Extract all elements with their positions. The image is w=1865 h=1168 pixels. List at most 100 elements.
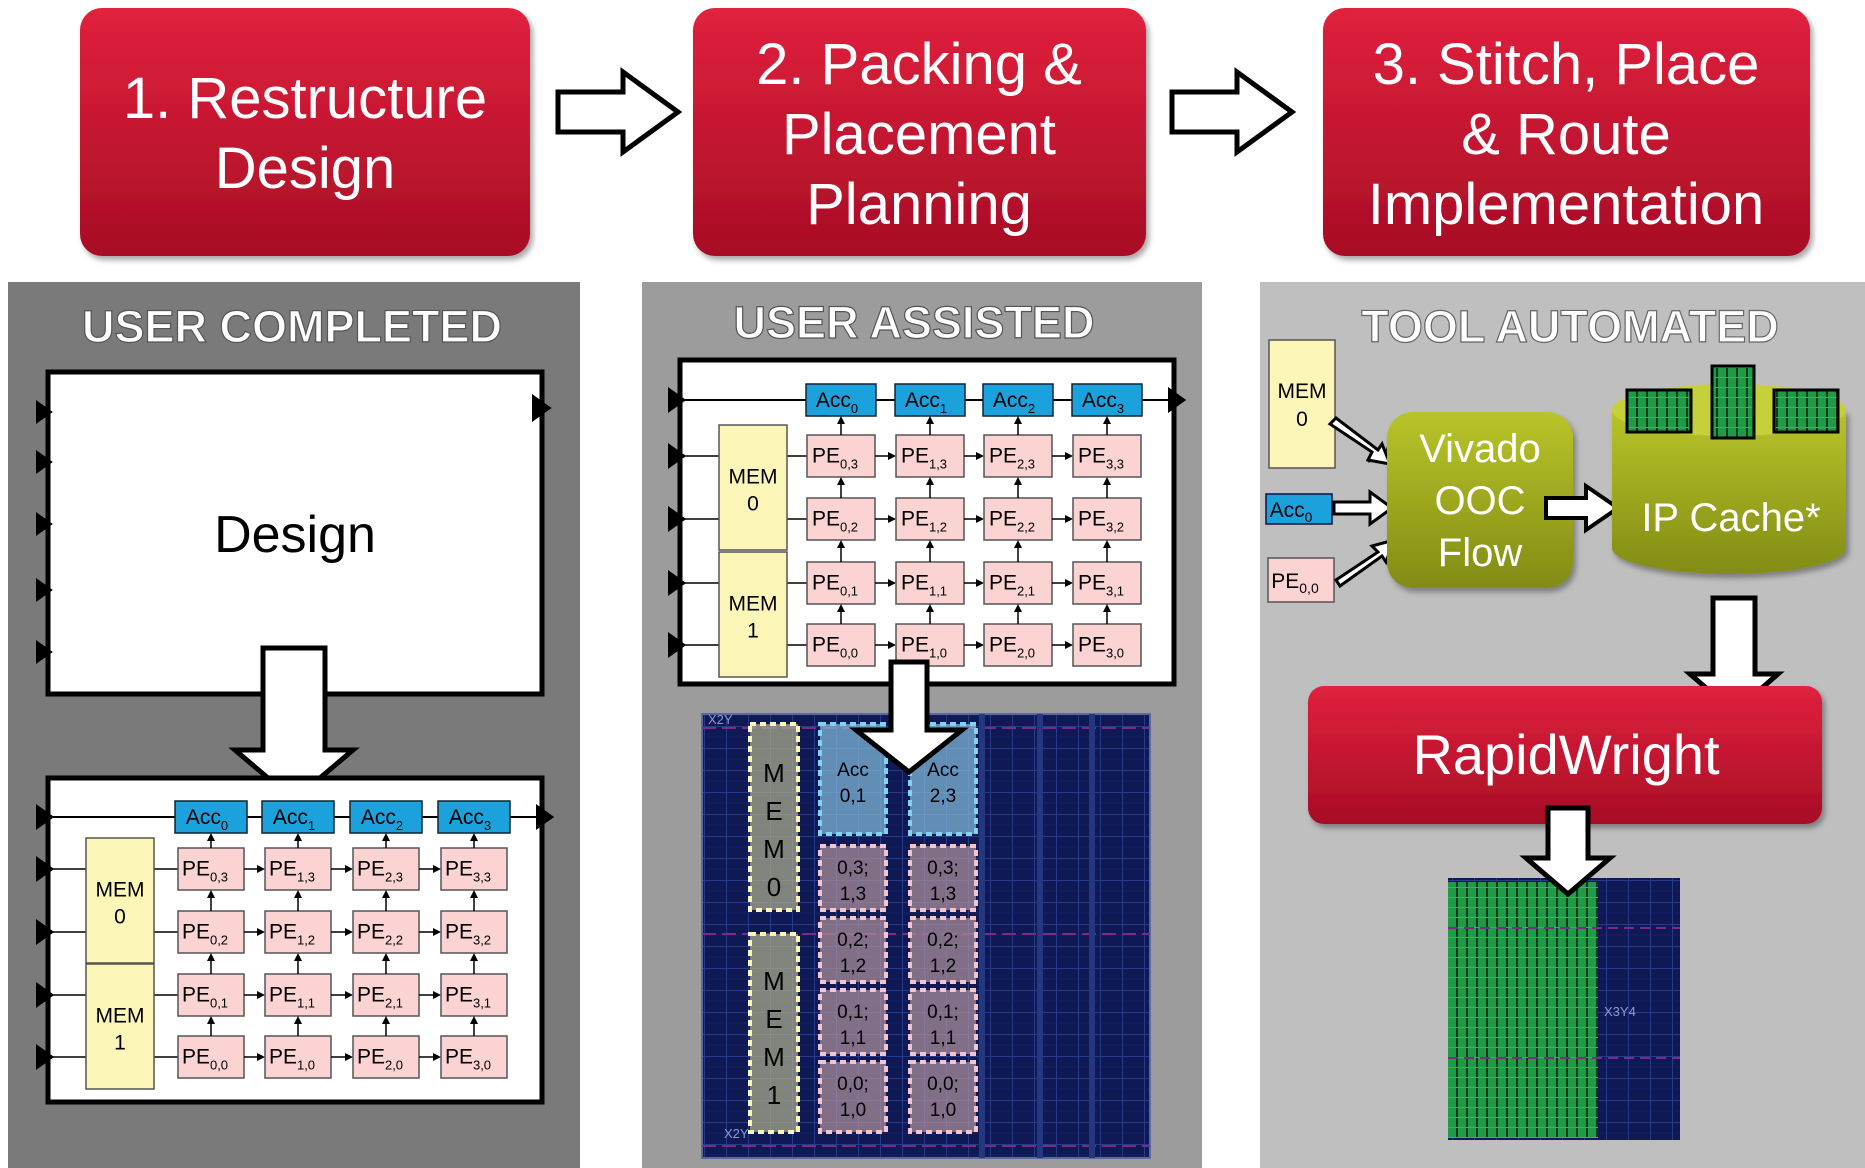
port-triangle-icon — [36, 982, 55, 1008]
pe-label: PE2,1 — [357, 984, 403, 1011]
pe-label: PE2,0 — [989, 634, 1035, 661]
floorplan-pe-block — [908, 844, 978, 912]
arrowhead-icon — [257, 991, 265, 999]
pe-label: PE0,2 — [182, 921, 228, 948]
step-3-box: 3. Stitch, Place & Route Implementation — [1323, 8, 1810, 256]
step-3-line-2: & Route — [1461, 102, 1671, 167]
port-triangle-icon — [36, 804, 55, 830]
arrow-right-icon — [1169, 67, 1297, 157]
acc-label-base: Acc — [449, 806, 484, 829]
pe-label-sub: 3,3 — [1106, 457, 1124, 472]
port-triangle-icon — [668, 506, 687, 532]
panel-title-user-completed: USER COMPLETED — [82, 301, 502, 352]
pe-label-base: PE — [812, 572, 840, 595]
pe-label-base: PE — [182, 921, 210, 944]
acc-block — [805, 383, 877, 417]
pe-label: PE1,3 — [269, 858, 315, 885]
pe-label: PE2,1 — [989, 572, 1035, 599]
arrowhead-icon — [207, 1016, 215, 1024]
design-block: Design — [45, 369, 545, 697]
floorplan-block-line: 0,2; — [927, 930, 959, 951]
pe-label-sub: 3,1 — [473, 996, 491, 1011]
pe-label: PE0,3 — [182, 858, 228, 885]
pe-label-sub: 1,0 — [297, 1058, 315, 1073]
arrowhead-icon — [207, 890, 215, 898]
pe-label-sub: 3,1 — [1106, 584, 1124, 599]
pe-label-base: PE — [445, 921, 473, 944]
pe-label: PE0,0 — [182, 1046, 228, 1073]
floorplan-block-line: 1,2 — [840, 956, 866, 977]
arrowhead-icon — [433, 1053, 441, 1061]
floorplan-mem-block — [748, 722, 800, 912]
pe-label-sub: 0,0 — [840, 646, 858, 661]
acc-label-sub: 0 — [851, 401, 858, 416]
port-triangle-icon — [36, 640, 53, 664]
pe-block — [895, 434, 965, 478]
acc-label-base: Acc — [905, 389, 940, 412]
acc-label-base: Acc — [361, 806, 396, 829]
arrowhead-icon — [382, 890, 390, 898]
final-implementation-label: X3Y4 — [1604, 1004, 1636, 1019]
auto-pe-label: PE — [1271, 570, 1299, 593]
arrowhead-icon — [433, 991, 441, 999]
pe-label-sub: 3,0 — [473, 1058, 491, 1073]
floorplan-block-line: 0,0; — [837, 1074, 869, 1095]
acc-label-sub: 3 — [484, 818, 491, 833]
pe-block — [440, 973, 508, 1017]
arrow-down-icon — [1519, 805, 1617, 898]
arrowhead-icon — [470, 833, 478, 841]
floorplan-block-line: 1,3 — [930, 884, 956, 905]
arrowhead-icon — [382, 833, 390, 841]
pe-label-sub: 1,3 — [929, 457, 947, 472]
port-triangle-icon — [668, 443, 687, 469]
floorplan-block-line: 1,0 — [930, 1100, 956, 1121]
pe-label: PE3,2 — [1078, 508, 1124, 535]
pe-label-sub: 0,2 — [210, 933, 228, 948]
arrow-down-icon — [228, 645, 360, 804]
floorplan-pe-block — [908, 916, 978, 984]
port-triangle-icon — [36, 400, 53, 424]
floorplan-block-line: Acc — [837, 760, 869, 781]
acc-label-base: Acc — [186, 806, 221, 829]
vivado-line-2: OOC — [1434, 479, 1525, 523]
floorplan-mem-letter: 0 — [767, 872, 781, 902]
pe-label-base: PE — [182, 1046, 210, 1069]
arrowhead-icon — [345, 928, 353, 936]
pe-label-sub: 2,1 — [1017, 584, 1035, 599]
floorplan-block-line: Acc — [927, 760, 959, 781]
floorplan-mem-letter: M — [763, 834, 785, 864]
design-label: Design — [214, 506, 376, 564]
mem-label: MEM — [729, 466, 778, 489]
arrowhead-icon — [976, 641, 984, 649]
floorplan-blocks: MEM0MEM1Acc0,10,3;1,30,2;1,20,1;1,10,0;1… — [748, 722, 978, 1134]
arrowhead-icon — [470, 890, 478, 898]
acc-label: Acc0 — [186, 806, 228, 833]
pe-label-base: PE — [1078, 445, 1106, 468]
panel-title-user-assisted: USER ASSISTED — [734, 297, 1095, 348]
pe-label-sub: 2,2 — [1017, 520, 1035, 535]
pe-label: PE1,2 — [269, 921, 315, 948]
floorplan-block-line: 0,1; — [837, 1002, 869, 1023]
small-arrows — [1327, 416, 1397, 589]
acc-block — [894, 383, 966, 417]
arrow-right-icon — [555, 67, 683, 157]
floorplan-mem-letter: 1 — [767, 1080, 781, 1110]
arrowhead-icon — [1103, 540, 1111, 548]
acc-label: Acc0 — [816, 389, 858, 416]
pe-label-base: PE — [901, 572, 929, 595]
pe-label: PE1,3 — [901, 445, 947, 472]
floorplan-mem-block — [748, 932, 800, 1134]
pe-label: PE2,3 — [989, 445, 1035, 472]
pe-label-base: PE — [1078, 508, 1106, 531]
pe-label-sub: 3,3 — [473, 870, 491, 885]
pe-label-sub: 2,1 — [385, 996, 403, 1011]
pe-label: PE0,3 — [812, 445, 858, 472]
port-triangle-icon — [36, 450, 53, 474]
port-triangle-icon — [36, 919, 55, 945]
pe-block — [983, 623, 1053, 667]
arrowhead-icon — [837, 416, 845, 424]
pe-label-base: PE — [269, 1046, 297, 1069]
auto-acc-label: Acc — [1270, 499, 1305, 522]
design-ports — [36, 394, 552, 664]
